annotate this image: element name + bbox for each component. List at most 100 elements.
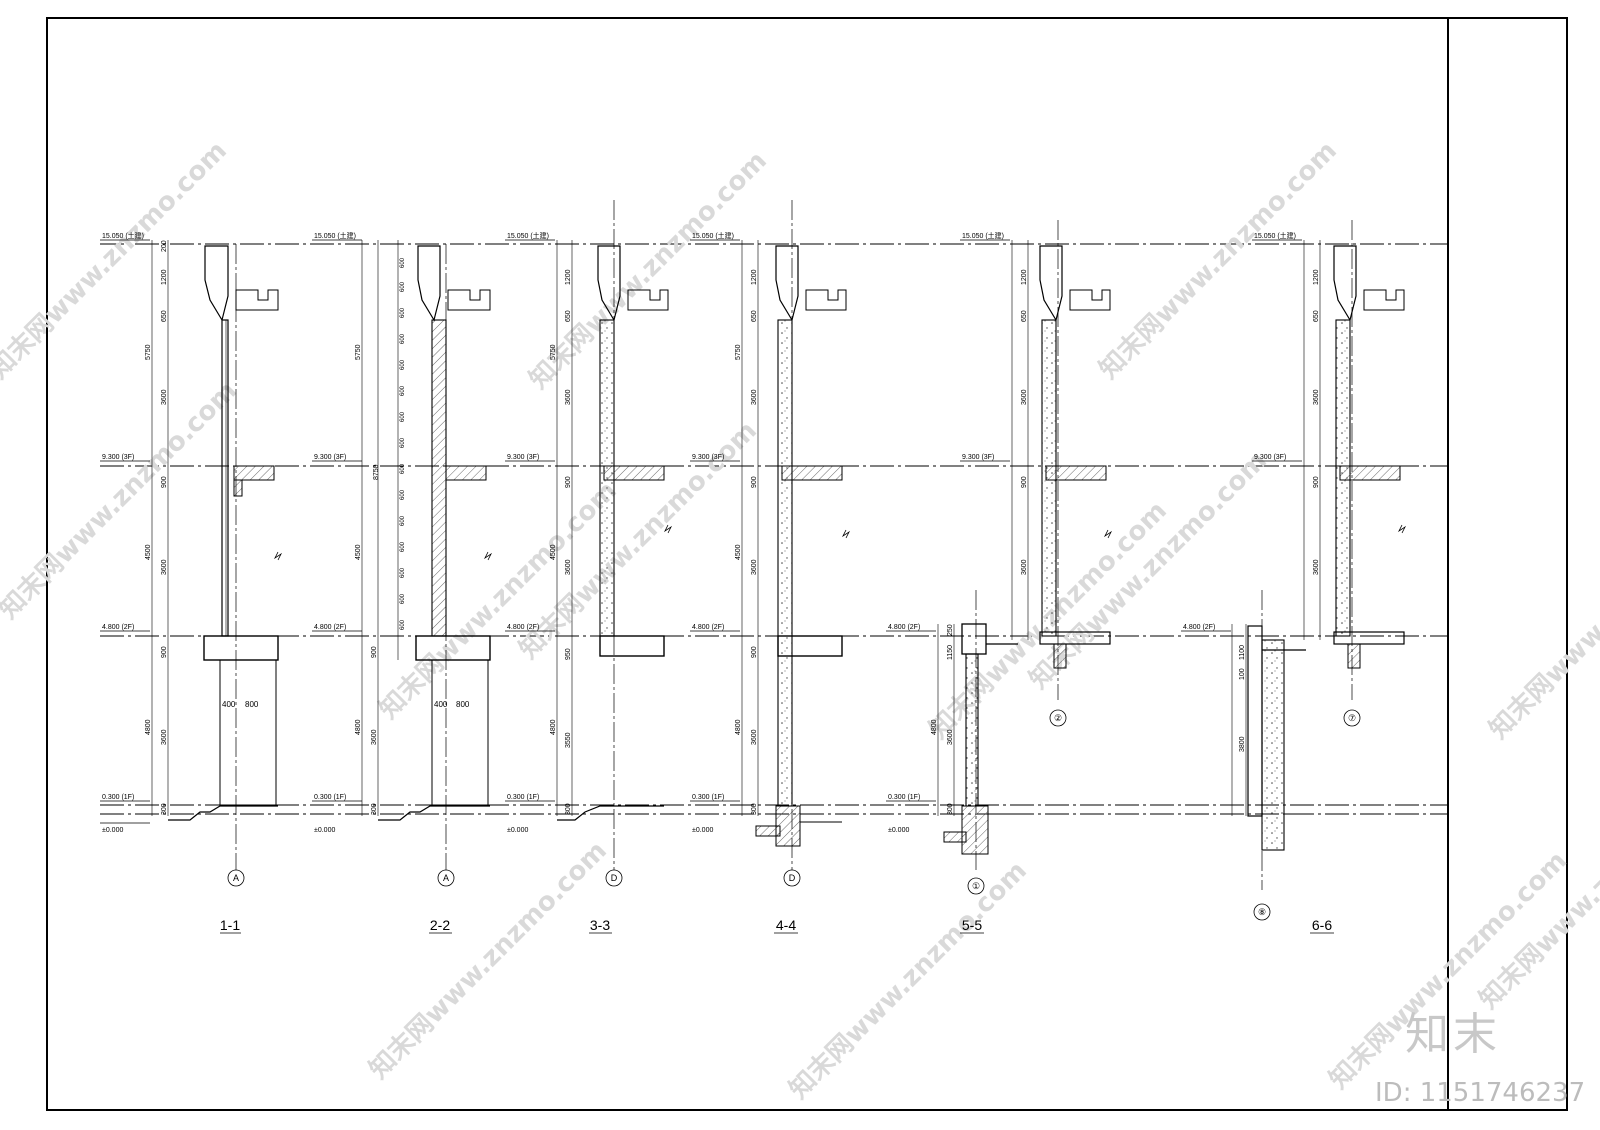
- level-3f-label: 9.300 (3F): [507, 454, 539, 461]
- axis-label: ⑧: [1258, 907, 1266, 917]
- dim-4800: 4800: [355, 719, 362, 735]
- dim-650: 650: [565, 310, 572, 322]
- level-3f-label: 9.300 (3F): [692, 454, 724, 461]
- dim-4500: 4500: [735, 544, 742, 560]
- dim-650: 650: [161, 310, 168, 322]
- dim-800: 800: [456, 700, 470, 709]
- level-ground-label: ±0.000: [314, 827, 335, 834]
- level-3f-label: 9.300 (3F): [962, 454, 994, 461]
- dim-3600: 3600: [1021, 389, 1028, 405]
- watermark-layer: 知末网www.znzmo.com 知末网www.znzmo.com 知末网www…: [0, 136, 1600, 1105]
- section-title: 4-4: [776, 917, 796, 933]
- dim-100: 100: [1239, 668, 1246, 680]
- section-6-6: 15.050 (土建) 9.300 (3F) 1200 650 3600 900…: [1252, 220, 1405, 934]
- dim-600-1: 600: [400, 257, 406, 268]
- dim-600-15: 600: [400, 619, 406, 630]
- dim-600-11: 600: [400, 515, 406, 526]
- level-1f-label: 0.300 (1F): [314, 794, 346, 801]
- dim-600-8: 600: [400, 437, 406, 448]
- dim-1200: 1200: [1021, 269, 1028, 285]
- watermark-7: 知末网www.znzmo.com: [784, 856, 1033, 1105]
- level-2f-label: 4.800 (2F): [102, 624, 134, 631]
- dim-600-14: 600: [400, 593, 406, 604]
- dim-600-13: 600: [400, 567, 406, 578]
- dim-300: 300: [371, 803, 378, 815]
- dim-3600b: 3600: [1021, 559, 1028, 575]
- dim-1200: 1200: [161, 269, 168, 285]
- dim-600-7: 600: [400, 411, 406, 422]
- dim-3600: 3600: [565, 389, 572, 405]
- level-1f-label: 0.300 (1F): [102, 794, 134, 801]
- section-title: 5-5: [962, 917, 982, 933]
- watermark-4: 知末网www.znzmo.com: [364, 836, 613, 1085]
- dim-1200: 1200: [751, 269, 758, 285]
- dim-1200: 1200: [1313, 269, 1320, 285]
- dim-300: 300: [751, 803, 758, 815]
- dim-5750: 5750: [550, 344, 557, 360]
- watermark-1: 知末网www.znzmo.com: [0, 136, 233, 385]
- dim-5750: 5750: [355, 344, 362, 360]
- dim-3600b: 3600: [565, 559, 572, 575]
- level-2f-label: 4.800 (2F): [314, 624, 346, 631]
- dim-900: 900: [1313, 476, 1320, 488]
- dim-3550: 3550: [565, 732, 572, 748]
- section-title: 6-6: [1312, 917, 1332, 933]
- dim-1100: 1100: [1239, 645, 1246, 660]
- dim-250: 250: [947, 624, 954, 636]
- dim-4500: 4500: [355, 544, 362, 560]
- section-4-4: 15.050 (土建) 9.300 (3F) 4.800 (2F) 0.300 …: [690, 200, 847, 934]
- level-roof-label: 15.050 (土建): [102, 231, 144, 240]
- dim-3600: 3600: [161, 389, 168, 405]
- level-ground-label: ±0.000: [507, 827, 528, 834]
- dim-3600c: 3600: [161, 729, 168, 745]
- axis-label: A: [233, 873, 239, 883]
- level-1f-label: 0.300 (1F): [692, 794, 724, 801]
- level-1f-label: 0.300 (1F): [507, 794, 539, 801]
- dim-300: 300: [161, 803, 168, 815]
- dim-5750: 5750: [145, 344, 152, 360]
- dim-4800: 4800: [931, 719, 938, 735]
- dim-1200: 1200: [565, 269, 572, 285]
- dim-900: 900: [1021, 476, 1028, 488]
- section-3-3: 15.050 (土建) 9.300 (3F) 4.800 (2F) 0.300 …: [505, 200, 669, 934]
- section-axis-2: 15.050 (土建) 9.300 (3F) 1200 650 3600 900…: [960, 220, 1111, 727]
- dim-4800: 4800: [550, 719, 557, 735]
- dim-4500: 4500: [145, 544, 152, 560]
- dim-900: 900: [565, 476, 572, 488]
- dim-5750: 5750: [735, 344, 742, 360]
- axis-label: ②: [1054, 713, 1062, 723]
- dim-3600b: 3600: [751, 559, 758, 575]
- dim-600-6: 600: [400, 385, 406, 396]
- dim-600-4: 600: [400, 333, 406, 344]
- dim-900: 900: [751, 476, 758, 488]
- level-3f-label: 9.300 (3F): [102, 454, 134, 461]
- dim-400: 400: [222, 700, 236, 709]
- dim-900: 900: [371, 646, 378, 658]
- dim-800: 800: [245, 700, 259, 709]
- dim-400: 400: [434, 700, 448, 709]
- dim-3600: 3600: [371, 729, 378, 745]
- dim-650: 650: [1021, 310, 1028, 322]
- level-ground-label: ±0.000: [102, 827, 123, 834]
- dim-900b: 900: [161, 646, 168, 658]
- dim-3800: 3800: [1239, 736, 1246, 752]
- dim-650: 650: [751, 310, 758, 322]
- dim-600-5: 600: [400, 359, 406, 370]
- level-1f-label: 0.300 (1F): [888, 794, 920, 801]
- axis-label: ①: [972, 881, 980, 891]
- dim-950: 950: [565, 648, 572, 660]
- dim-3600: 3600: [751, 389, 758, 405]
- level-3f-label: 9.300 (3F): [314, 454, 346, 461]
- dim-4500: 4500: [550, 544, 557, 560]
- dim-3600b: 3600: [1313, 559, 1320, 575]
- level-2f-label: 4.800 (2F): [888, 624, 920, 631]
- level-3f-label: 9.300 (3F): [1254, 454, 1286, 461]
- section-axis-8: 4.800 (2F) 1100 100 3800 ⑧: [1181, 590, 1306, 921]
- watermark-9: 知末网www.znzmo.com: [1094, 136, 1343, 385]
- level-2f-label: 4.800 (2F): [1183, 624, 1215, 631]
- dim-3600b: 3600: [161, 559, 168, 575]
- dim-4800: 4800: [735, 719, 742, 735]
- dim-200: 200: [161, 240, 168, 252]
- brand-logo-text: 知末: [1405, 1009, 1501, 1060]
- dim-600-2: 600: [400, 281, 406, 292]
